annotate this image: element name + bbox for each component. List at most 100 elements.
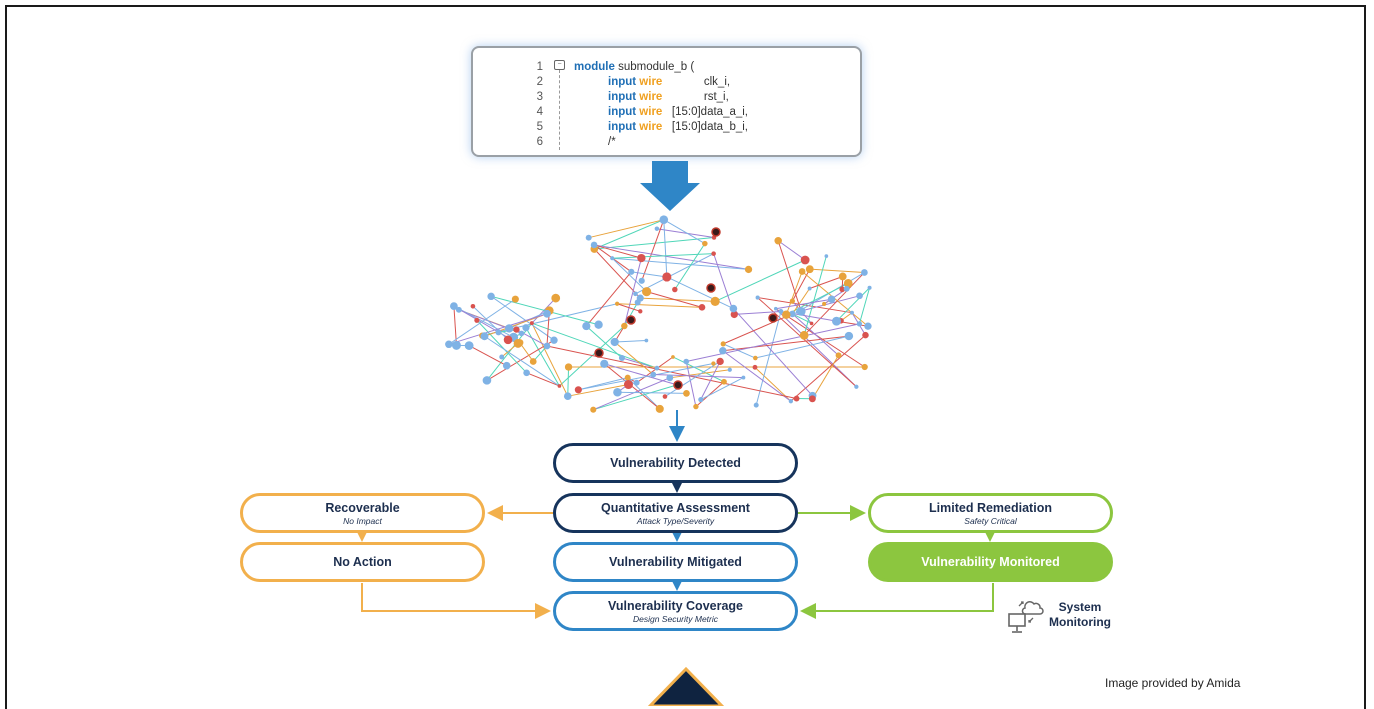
graph-node bbox=[544, 343, 551, 350]
graph-node bbox=[836, 352, 842, 358]
graph-edge bbox=[791, 335, 866, 401]
quantitative-assessment-box: Quantitative Assessment Attack Type/Seve… bbox=[553, 493, 798, 533]
graph-node bbox=[530, 321, 534, 325]
graph-node bbox=[481, 332, 489, 340]
graph-node bbox=[806, 265, 814, 273]
graph-node bbox=[619, 355, 625, 361]
graph-node bbox=[862, 364, 868, 370]
graph-node bbox=[656, 405, 664, 413]
graph-node bbox=[854, 385, 858, 389]
graph-node bbox=[683, 390, 690, 397]
graph-node bbox=[519, 331, 525, 337]
graph-edge bbox=[547, 346, 797, 399]
graph-node bbox=[721, 379, 727, 385]
graph-node bbox=[857, 321, 862, 326]
graph-node bbox=[693, 404, 698, 409]
graph-node bbox=[634, 380, 640, 386]
graph-node bbox=[774, 237, 782, 245]
graph-node bbox=[445, 341, 452, 348]
no-action-box: No Action bbox=[240, 542, 485, 582]
graph-hub-node bbox=[595, 349, 603, 357]
graph-node bbox=[832, 317, 841, 326]
vulnerability-mitigated-box: Vulnerability Mitigated bbox=[553, 542, 798, 582]
graph-node bbox=[624, 380, 633, 389]
graph-node bbox=[639, 278, 645, 284]
vulnerability-detected-label: Vulnerability Detected bbox=[556, 456, 795, 470]
graph-hub-node bbox=[627, 316, 635, 324]
graph-node bbox=[516, 339, 523, 346]
graph-node bbox=[822, 302, 826, 306]
graph-node bbox=[610, 256, 614, 260]
arrow-monitored-to-coverage bbox=[804, 583, 993, 611]
graph-node bbox=[523, 370, 530, 377]
graph-node bbox=[698, 397, 703, 402]
graph-node bbox=[790, 298, 795, 303]
graph-node bbox=[621, 323, 627, 329]
graph-edge bbox=[594, 245, 748, 269]
graph-edge bbox=[657, 229, 714, 238]
graph-node bbox=[590, 407, 596, 413]
graph-node bbox=[745, 266, 752, 273]
graph-node bbox=[828, 295, 836, 303]
graph-edge bbox=[776, 309, 857, 387]
graph-edge bbox=[568, 367, 569, 396]
graph-node bbox=[672, 287, 677, 292]
graph-edge bbox=[810, 276, 843, 288]
graph-node bbox=[730, 305, 738, 313]
vulnerability-coverage-sublabel: Design Security Metric bbox=[556, 614, 795, 624]
graph-node bbox=[861, 269, 868, 276]
graph-node bbox=[839, 273, 847, 281]
graph-node bbox=[716, 358, 723, 365]
no-action-label: No Action bbox=[243, 555, 482, 569]
graph-node bbox=[642, 287, 651, 296]
graph-node bbox=[565, 363, 572, 370]
graph-edge bbox=[642, 220, 664, 281]
graph-node bbox=[809, 395, 816, 402]
graph-node bbox=[825, 254, 829, 258]
graph-node bbox=[611, 338, 619, 346]
graph-edge bbox=[723, 336, 849, 351]
system-monitoring-label: System Monitoring bbox=[1049, 600, 1111, 630]
graph-node bbox=[850, 311, 854, 315]
graph-node bbox=[719, 347, 726, 354]
graph-node bbox=[628, 269, 634, 275]
graph-node bbox=[789, 399, 793, 403]
graph-node bbox=[575, 386, 582, 393]
graph-edge bbox=[526, 328, 559, 386]
graph-node bbox=[794, 396, 800, 402]
graph-node bbox=[799, 268, 806, 275]
quantitative-assessment-label: Quantitative Assessment bbox=[556, 501, 795, 515]
graph-node bbox=[543, 310, 551, 318]
graph-edge bbox=[723, 314, 792, 344]
graph-node bbox=[600, 360, 608, 368]
limited-remediation-label: Limited Remediation bbox=[871, 501, 1110, 515]
graph-node bbox=[782, 311, 790, 319]
graph-node bbox=[774, 307, 778, 311]
vulnerability-monitored-label: Vulnerability Monitored bbox=[871, 555, 1110, 569]
graph-node bbox=[513, 326, 519, 332]
graph-node bbox=[487, 293, 494, 300]
graph-node bbox=[659, 215, 668, 224]
graph-node bbox=[655, 366, 660, 371]
graph-edge bbox=[778, 241, 805, 260]
graph-hub-node bbox=[769, 314, 777, 322]
graph-node bbox=[551, 294, 560, 303]
graph-node bbox=[594, 321, 602, 329]
graph-node bbox=[615, 302, 619, 306]
graph-hub-node bbox=[712, 228, 720, 236]
graph-hub-node bbox=[707, 284, 715, 292]
recoverable-box: Recoverable No Impact bbox=[240, 493, 485, 533]
graph-node bbox=[711, 251, 716, 256]
graph-node bbox=[495, 329, 501, 335]
graph-edge bbox=[723, 344, 755, 358]
system-monitoring-line1: System bbox=[1059, 600, 1102, 614]
graph-node bbox=[512, 296, 519, 303]
graph-node bbox=[801, 256, 810, 265]
graph-node bbox=[650, 372, 656, 378]
system-monitoring-icon bbox=[1003, 596, 1047, 636]
vulnerability-mitigated-label: Vulnerability Mitigated bbox=[556, 555, 795, 569]
graph-node bbox=[808, 287, 812, 291]
graph-edge bbox=[778, 241, 801, 312]
graph-node bbox=[637, 254, 645, 262]
graph-node bbox=[810, 322, 814, 326]
